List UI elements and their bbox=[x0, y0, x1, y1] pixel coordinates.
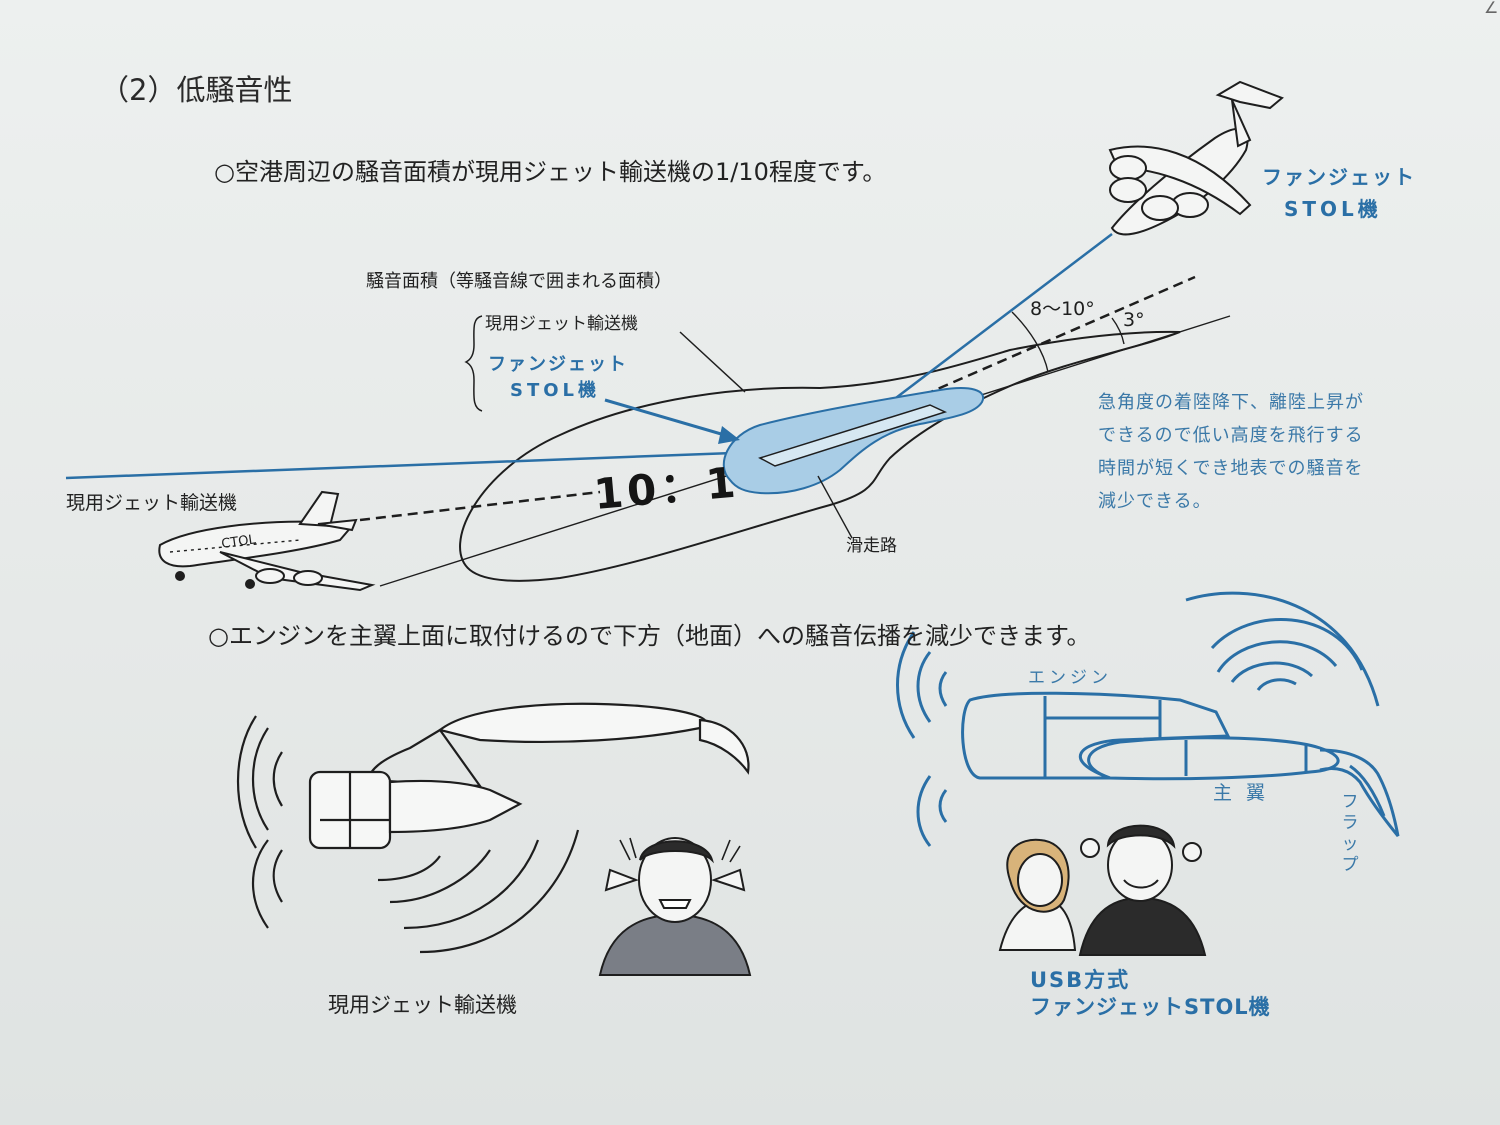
stol-plane-label-line2: STOL機 bbox=[1284, 197, 1382, 221]
stol-noise-contour bbox=[604, 387, 985, 539]
angle-label-small: 3° bbox=[1123, 309, 1145, 331]
runway-leader bbox=[817, 475, 853, 539]
jet-plane-label: 現用ジェット輸送機 bbox=[66, 492, 238, 514]
description-line: 減少できる。 bbox=[1098, 491, 1212, 512]
jet-glide-dashed bbox=[359, 490, 601, 522]
wing-label: 主翼 bbox=[1213, 782, 1280, 804]
angle-arc-large bbox=[1011, 311, 1049, 373]
jet-bottom-label: 現用ジェット輸送機 bbox=[328, 993, 517, 1017]
usb-noise-waves bbox=[896, 591, 1380, 847]
bullet-noise-area: ○空港周辺の騒音面積が現用ジェット輸送機の1/10程度です。 bbox=[214, 158, 887, 186]
usb-engine-illustration bbox=[961, 691, 1400, 837]
legend-jet-label: 現用ジェット輸送機 bbox=[485, 314, 638, 334]
conventional-engine-illustration bbox=[308, 702, 750, 850]
stol-plane-label-line1: ファンジェット bbox=[1262, 165, 1416, 189]
ctol-jet-illustration bbox=[158, 490, 376, 592]
stol-approach-line bbox=[65, 450, 761, 480]
stol-climb-line bbox=[879, 233, 1113, 411]
noise-ratio-label: 10：1 bbox=[591, 457, 742, 519]
description-text: 急角度の着陸降下、離陸上昇が できるので低い高度を飛行する 時間が短くでき地表で… bbox=[1098, 386, 1428, 518]
bullet-engine-placement: ○エンジンを主翼上面に取付けるので下方（地面）への騒音伝播を減少できます。 bbox=[208, 622, 1091, 650]
legend-brace bbox=[464, 315, 483, 412]
noise-area-label: 騒音面積（等騒音線で囲まれる面積） bbox=[366, 271, 672, 292]
section-title: （2）低騒音性 bbox=[100, 73, 293, 107]
annoyed-man-illustration bbox=[598, 837, 752, 976]
conventional-noise-waves bbox=[237, 715, 580, 954]
engine-label: エンジン bbox=[1028, 668, 1112, 688]
description-line: 急角度の着陸降下、離陸上昇が bbox=[1098, 392, 1364, 413]
stol-legend-arrowhead bbox=[718, 426, 740, 444]
description-line: 時間が短くでき地表での騒音を bbox=[1098, 458, 1364, 479]
stol-plane-illustration bbox=[1108, 80, 1284, 236]
angle-arc-small bbox=[1111, 317, 1125, 345]
runway-strip bbox=[758, 404, 948, 467]
legend-fanjet-label: ファンジェット bbox=[488, 354, 628, 375]
runway-label: 滑走路 bbox=[846, 536, 897, 556]
stol-legend-arrow bbox=[604, 398, 729, 438]
usb-label-line1: USB方式 bbox=[1030, 968, 1131, 992]
usb-label-line2: ファンジェットSTOL機 bbox=[1030, 995, 1271, 1019]
angle-label-large: 8〜10° bbox=[1030, 298, 1095, 320]
jet-contour-leader bbox=[679, 331, 746, 393]
legend-stol-label: STOL機 bbox=[510, 380, 601, 401]
flap-label: フラップ bbox=[1341, 792, 1359, 875]
description-line: できるので低い高度を飛行する bbox=[1098, 425, 1364, 446]
corner-mark: ∠ bbox=[1484, 0, 1499, 17]
happy-couple-illustration bbox=[998, 824, 1207, 956]
